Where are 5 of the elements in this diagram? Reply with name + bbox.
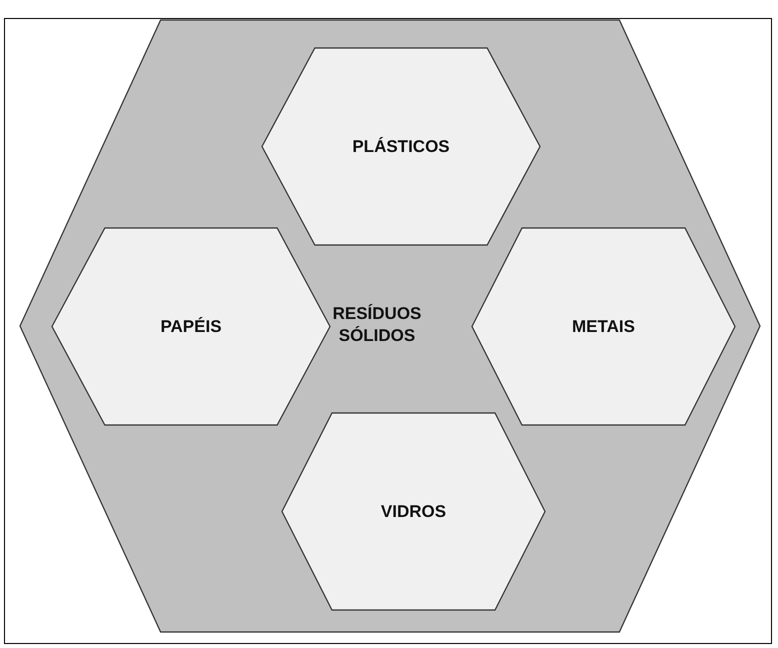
hexagon-label: VIDROS bbox=[380, 500, 448, 522]
hexagon-label: PAPÉIS bbox=[159, 316, 223, 338]
hexagon-label: PLÁSTICOS bbox=[351, 136, 451, 158]
hexagon-label: METAIS bbox=[571, 316, 636, 338]
hexagon-label: RESÍDUOS SÓLIDOS bbox=[332, 303, 422, 347]
